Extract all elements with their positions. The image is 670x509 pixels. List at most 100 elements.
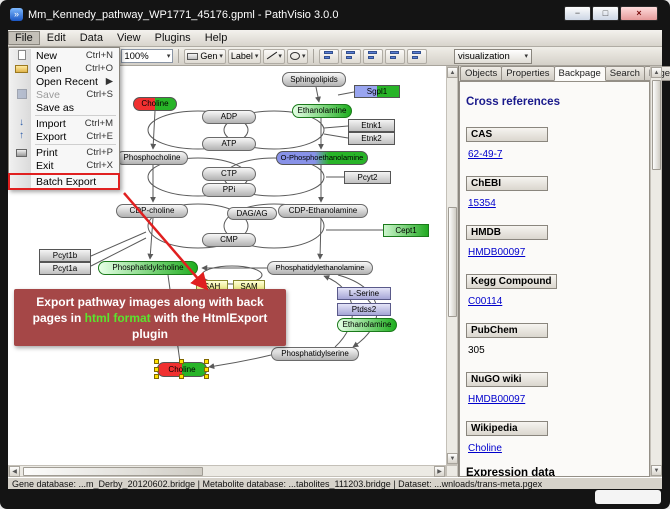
file-menu-item-batch-export[interactable]: Batch Export — [8, 173, 120, 190]
scroll-down-icon[interactable]: ▼ — [651, 465, 662, 476]
scroll-thumb[interactable] — [23, 467, 203, 476]
menu-view[interactable]: View — [116, 32, 141, 44]
scroll-thumb[interactable] — [652, 80, 661, 170]
maximize-button[interactable]: □ — [592, 6, 619, 21]
scroll-thumb[interactable] — [448, 207, 457, 317]
align-left-button[interactable] — [319, 48, 340, 64]
menu-plugins[interactable]: Plugins — [154, 32, 191, 44]
pathway-node-ctp[interactable]: CTP — [202, 167, 256, 181]
pathway-node-phosphatidylcholine[interactable]: Phosphatidylcholine — [98, 261, 198, 275]
menu-item-label: Save — [36, 88, 60, 101]
scroll-up-icon[interactable]: ▲ — [447, 67, 458, 78]
pathway-node-l-serine[interactable]: L-Serine — [337, 287, 391, 300]
menu-item-label: Exit — [36, 159, 54, 172]
scroll-down-icon[interactable]: ▼ — [447, 453, 458, 464]
canvas-vertical-scrollbar[interactable]: ▲ ▼ — [446, 66, 458, 465]
backpage-section-title: PubChem — [466, 323, 548, 338]
chevron-down-icon: ▾ — [254, 53, 259, 60]
file-menu-item-save-as[interactable]: Save as — [10, 101, 118, 114]
menu-edit[interactable]: Edit — [46, 32, 66, 44]
panel-vertical-scrollbar[interactable]: ▲ ▼ — [650, 66, 662, 477]
backpage-link-wikipedia[interactable]: Choline — [468, 443, 502, 454]
backpage-link-cas[interactable]: 62-49-7 — [468, 149, 503, 160]
pathway-node-phosphatidylserine[interactable]: Phosphatidylserine — [271, 347, 359, 361]
import-icon — [15, 117, 28, 129]
menu-data[interactable]: Data — [79, 32, 103, 44]
stack-vertical-button[interactable] — [385, 48, 406, 64]
pathway-node-ethanolamine[interactable]: Ethanolamine — [292, 104, 352, 118]
menu-file[interactable]: File — [8, 31, 40, 45]
tab-properties[interactable]: Properties — [501, 66, 555, 81]
datanode-dropdown[interactable]: Gen ▾ — [184, 48, 226, 64]
selection-handle[interactable] — [179, 359, 184, 364]
scroll-left-icon[interactable]: ◀ — [9, 466, 20, 477]
align-vertical-center-button[interactable] — [363, 48, 384, 64]
pathway-node-phosphatidylethanolamine[interactable]: Phosphatidylethanolamine — [267, 261, 373, 275]
pathway-node-cdp-choline[interactable]: CDP-choline — [116, 204, 188, 218]
tab-search[interactable]: Search — [604, 66, 645, 81]
scroll-right-icon[interactable]: ▶ — [434, 466, 445, 477]
menu-shortcut: Ctrl+M — [84, 118, 113, 129]
pathway-node-sgpl1[interactable]: Sgpl1 — [354, 85, 400, 98]
expression-data-heading: Expression data — [466, 467, 555, 477]
pathway-node-pcyt1b[interactable]: Pcyt1b — [39, 249, 91, 262]
selection-handle[interactable] — [204, 359, 209, 364]
close-button[interactable]: × — [620, 6, 658, 21]
stack-horizontal-button[interactable] — [407, 48, 428, 64]
canvas-horizontal-scrollbar[interactable]: ◀ ▶ — [8, 465, 446, 477]
pathway-node-sphingolipids[interactable]: Sphingolipids — [282, 72, 346, 87]
menu-item-label: Export — [36, 130, 67, 143]
align-horizontal-center-button[interactable] — [341, 48, 362, 64]
pathway-node-ethanolamine[interactable]: Ethanolamine — [337, 318, 397, 332]
window-title: Mm_Kennedy_pathway_WP1771_45176.gpml - P… — [28, 9, 339, 21]
pathway-node-cdp-ethanolamine[interactable]: CDP-Ethanolamine — [278, 204, 368, 218]
scroll-up-icon[interactable]: ▲ — [651, 67, 662, 78]
menu-help[interactable]: Help — [204, 32, 228, 44]
backpage-link-nugo-wiki[interactable]: HMDB00097 — [468, 394, 526, 405]
pathway-node-phosphocholine[interactable]: Phosphocholine — [116, 151, 188, 165]
pathway-node-pcyt1a[interactable]: Pcyt1a — [39, 262, 91, 275]
backpage-link-chebi[interactable]: 15354 — [468, 198, 496, 209]
label-dropdown[interactable]: Label ▾ — [227, 48, 262, 64]
pathway-node-cmp[interactable]: CMP — [202, 233, 256, 247]
selection-handle[interactable] — [154, 359, 159, 364]
selection-handle[interactable] — [179, 374, 184, 379]
pathway-node-atp[interactable]: ATP — [202, 137, 256, 151]
pathway-node-dag-ag[interactable]: DAG/AG — [227, 207, 277, 220]
file-menu-item-open-recent[interactable]: Open Recent▶ — [10, 75, 118, 88]
selection-handle[interactable] — [204, 374, 209, 379]
tab-objects[interactable]: Objects — [460, 66, 503, 81]
tab-backpage[interactable]: Backpage — [553, 66, 606, 81]
selection-handle[interactable] — [154, 374, 159, 379]
pathway-node-etnk2[interactable]: Etnk2 — [348, 132, 395, 145]
pathway-node-etnk1[interactable]: Etnk1 — [348, 119, 395, 132]
minimize-button[interactable]: − — [564, 6, 591, 21]
menu-item-label: Open Recent — [36, 75, 98, 88]
pathway-node-o-phosphoethanolamine[interactable]: O-Phosphoethanolamine — [276, 151, 368, 165]
backpage-link-hmdb[interactable]: HMDB00097 — [468, 247, 526, 258]
pathway-node-choline[interactable]: Choline — [133, 97, 177, 111]
selection-handle[interactable] — [154, 366, 159, 372]
datanode-icon — [187, 52, 199, 60]
visualization-select[interactable]: visualization ▾ — [454, 48, 532, 64]
pathway-node-adp[interactable]: ADP — [202, 110, 256, 124]
pathway-node-cept1[interactable]: Cept1 — [383, 224, 429, 237]
selection-handle[interactable] — [204, 366, 209, 372]
pathway-node-pcyt2[interactable]: Pcyt2 — [344, 171, 391, 184]
side-panel: ObjectsPropertiesBackpageSearchLegend Cr… — [458, 66, 670, 477]
zoom-select[interactable]: 100% ▾ — [121, 49, 174, 63]
backpage-link-kegg-compound[interactable]: C00114 — [468, 296, 503, 307]
pathway-node-ppi[interactable]: PPi — [202, 183, 256, 197]
pathway-node-ptdss2[interactable]: Ptdss2 — [337, 303, 391, 316]
shape-dropdown[interactable]: ▾ — [286, 48, 309, 64]
line-dropdown[interactable]: ▾ — [263, 48, 285, 64]
open-folder-icon — [15, 65, 28, 73]
